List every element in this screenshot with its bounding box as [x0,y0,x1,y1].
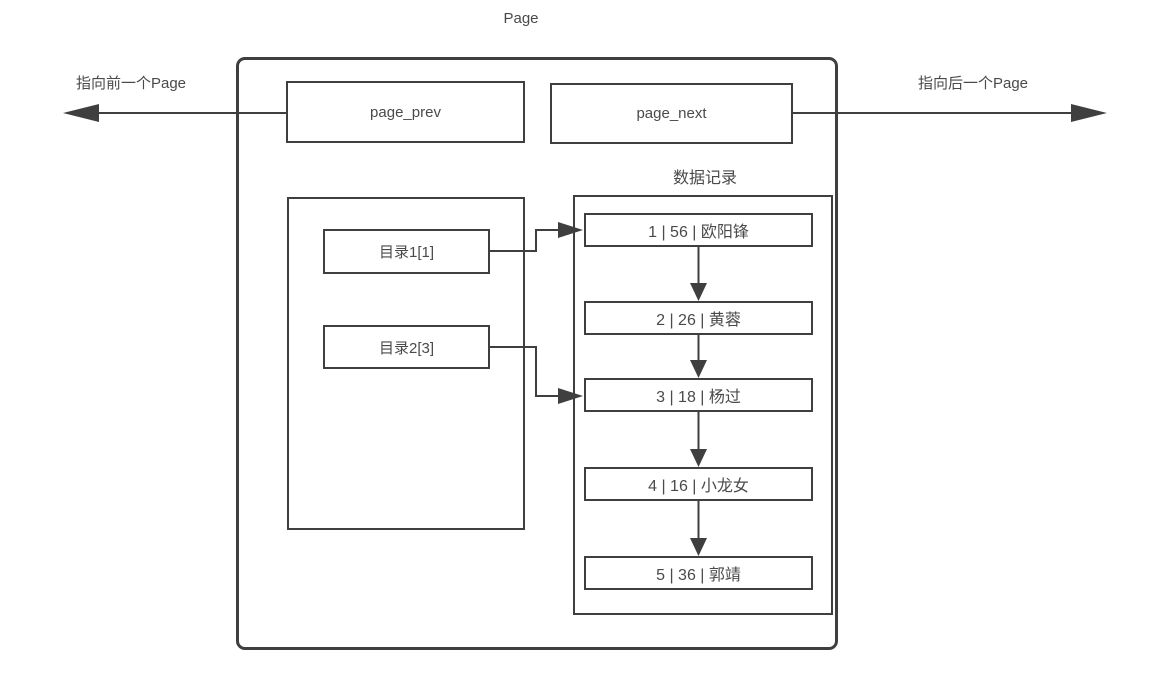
record-row-1-text: 1 | 56 | 欧阳锋 [648,224,749,241]
directory-entry-1-label: 目录1[1] [378,244,435,261]
page-next-box: page_next [550,83,793,144]
page-next-label: page_next [636,105,707,122]
records-container [573,195,833,615]
record-row-4: 4 | 16 | 小龙女 [584,467,813,501]
record-row-2: 2 | 26 | 黄蓉 [584,301,813,335]
next-arrow-label: 指向后一个Page [917,75,1029,92]
diagram-title: Page [503,10,539,27]
prev-arrow-label: 指向前一个Page [75,75,187,92]
record-row-2-text: 2 | 26 | 黄蓉 [656,312,741,329]
record-row-3: 3 | 18 | 杨过 [584,378,813,412]
prev-arrowhead-icon [63,104,99,122]
records-section-label: 数据记录 [672,170,737,187]
record-row-1: 1 | 56 | 欧阳锋 [584,213,813,247]
record-row-5-text: 5 | 36 | 郭靖 [656,567,741,584]
page-prev-label: page_prev [370,103,441,121]
page-outer-box [236,57,838,650]
record-row-3-text: 3 | 18 | 杨过 [656,389,741,406]
next-arrowhead-icon [1071,104,1107,122]
directory-entry-2: 目录2[3] [323,325,490,369]
record-row-4-text: 4 | 16 | 小龙女 [648,478,749,495]
page-prev-box: page_prev [286,81,525,143]
directory-entry-1: 目录1[1] [323,229,490,274]
directory-entry-2-label: 目录2[3] [378,339,435,357]
record-row-5: 5 | 36 | 郭靖 [584,556,813,590]
